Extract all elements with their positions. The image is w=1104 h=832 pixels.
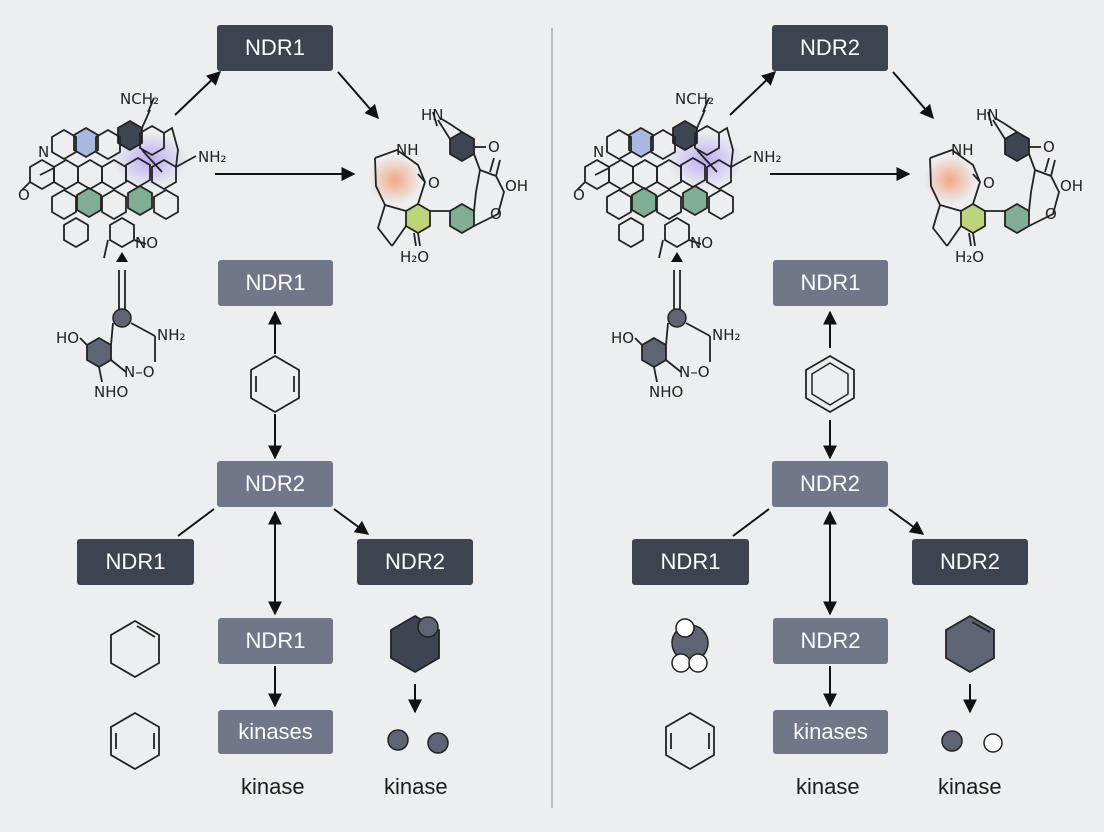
benzene-icon [805,354,855,414]
right-kinases-box: kinases [773,710,888,754]
chem-label: OH [505,177,528,195]
double-bond [971,621,991,633]
right-side-ndr-box-right: NDR2 [912,539,1028,585]
benzene-inner-ring [811,362,849,406]
chem-label: HN [976,106,999,124]
atom-icon [417,616,439,638]
chem-label: NO [690,234,713,252]
chem-label: NHO [94,383,128,401]
chem-label: N [38,143,49,161]
chem-label: NH₂ [753,148,782,166]
arrow [729,71,777,116]
right-top-ndr-box: NDR2 [772,25,888,71]
atom-icon [671,653,691,673]
chem-label: O [490,205,502,223]
atom-icon [387,729,409,751]
chem-label: OH [1060,177,1083,195]
chem-label: O [1045,205,1057,223]
left-side-ndr-box: NDR1 [77,539,194,585]
chem-label: NO [135,234,158,252]
arrow [892,71,934,120]
chem-label: N–O [124,363,155,381]
left-mid-ndr-box: NDR2 [217,461,333,507]
right-big-molecule [576,97,752,259]
atom-icon [427,732,449,754]
chem-label: O [488,138,500,156]
right-kinase-label-2: kinase [938,774,1002,799]
left-kinase-label-2: kinase [384,774,448,799]
benzene-icon [110,712,160,770]
right-mid-ndr-box: NDR2 [772,461,888,507]
chem-label: HO [611,329,634,347]
chem-label: O [983,174,995,192]
chem-label: NH [396,141,419,159]
chem-label: NCH₂ [675,90,714,108]
arrow [337,71,379,120]
atom-icon [941,730,963,752]
hexagon-icon [945,614,995,674]
left-kinase-label: kinase [241,774,305,799]
benzene-icon [665,712,715,770]
chem-label: NH₂ [712,326,741,344]
chem-label: NHO [649,383,683,401]
atom-icon [983,733,1003,753]
chem-label: H₂O [400,248,429,266]
chem-label: NCH₂ [120,90,159,108]
left-center-ndr-box: NDR1 [218,260,333,306]
arrow [888,508,925,535]
left-panel-graphics: NCH₂ N NH₂ O NO NH HN O O OH O H₂O HO NH… [18,71,528,770]
chem-label: NH₂ [157,326,186,344]
cyclohexene-icon [110,620,160,678]
chem-label: NH₂ [198,148,227,166]
right-lower-ndr-box: NDR2 [773,618,888,664]
right-side-ndr-box: NDR1 [632,539,749,585]
connector [177,508,215,537]
chem-label: O [428,174,440,192]
left-big-molecule [21,97,197,259]
chem-label: NH [951,141,974,159]
connector [732,508,770,537]
left-top-ndr-box: NDR1 [217,25,333,71]
right-center-ndr-box: NDR1 [773,260,888,306]
atom-icon [688,653,708,673]
chem-label: O [573,186,585,204]
chem-label: H₂O [955,248,984,266]
atom-icon [675,618,695,638]
chem-label: N–O [679,363,710,381]
right-kinase-label: kinase [796,774,860,799]
chem-label: O [1043,138,1055,156]
left-side-ndr-box-right: NDR2 [357,539,473,585]
left-kinases-box: kinases [218,710,333,754]
arrow [174,71,222,116]
chem-label: O [18,186,30,204]
benzene-icon [250,355,300,413]
arrow [333,508,370,535]
chem-label: HN [421,106,444,124]
left-lower-ndr-box: NDR1 [218,618,333,664]
chem-label: HO [56,329,79,347]
right-panel-graphics: NCH₂ N NH₂ O NO NH HN O O OH O H₂O HO NH… [573,71,1083,770]
chem-label: N [593,143,604,161]
